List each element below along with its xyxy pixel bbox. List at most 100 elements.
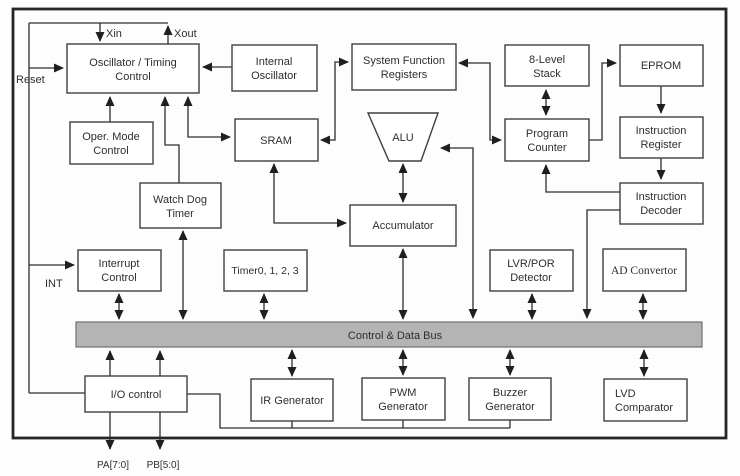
block-label: AD Convertor (611, 265, 677, 277)
block-watch-dog-timer: Watch Dog Timer (139, 182, 222, 229)
block-8-level-stack: 8-Level Stack (504, 44, 590, 87)
block-oscillator-timing-control: Oscillator / Timing Control (66, 43, 200, 94)
block-label: Accumulator (372, 220, 433, 232)
block-label: Timer (166, 208, 194, 220)
block-box (250, 378, 334, 422)
chip-border (11, 7, 728, 440)
bus-label: Control & Data Bus (348, 330, 443, 342)
block-label: Watch Dog (153, 194, 207, 206)
block-label: Control (115, 71, 150, 83)
block-alu: ALU (366, 112, 439, 162)
block-label: System Function (363, 55, 445, 67)
bus-bar (75, 321, 703, 348)
block-box (603, 378, 688, 422)
block-box (619, 182, 704, 225)
block-label: Register (641, 139, 682, 151)
block-label: Comparator (615, 402, 673, 414)
block-label: Registers (381, 69, 428, 81)
block-lvr-por-detector: LVR/POR Detector (489, 249, 574, 292)
wire-sram-sfr (320, 57, 349, 145)
wire-otc-sram (183, 96, 231, 142)
wires (28, 22, 666, 450)
block-timers: Timer0, 1, 2, 3 (223, 249, 308, 292)
block-label: SRAM (260, 135, 292, 147)
block-box (619, 44, 704, 87)
block-box (66, 43, 200, 94)
block-accumulator: Accumulator (349, 204, 457, 247)
wire-sfr-pc (458, 58, 502, 145)
block-label: Instruction (636, 125, 687, 137)
block-label: LVR/POR (507, 258, 555, 270)
block-label: Oscillator (251, 70, 297, 82)
block-buzzer-generator: Buzzer Generator (468, 377, 552, 421)
block-box (77, 249, 162, 292)
block-label: Timer0, 1, 2, 3 (231, 265, 298, 277)
block-label: Interrupt (99, 258, 140, 270)
block-internal-oscillator: Internal Oscillator (231, 44, 318, 92)
wire-alu-bus (440, 143, 478, 319)
block-instruction-decoder: Instruction Decoder (619, 182, 704, 225)
block-ir-generator: IR Generator (250, 378, 334, 422)
block-label: 8-Level (529, 54, 565, 66)
pin-label-int: INT (45, 278, 63, 290)
block-label: Oscillator / Timing (89, 57, 176, 69)
block-label: Program (526, 128, 568, 140)
block-box (504, 118, 590, 162)
block-label: Generator (485, 401, 535, 413)
block-label: IR Generator (260, 395, 324, 407)
pin-label-xout: Xout (174, 28, 197, 40)
wire-sram-accumulator (269, 163, 347, 228)
block-label: Generator (378, 401, 428, 413)
block-box (231, 44, 318, 92)
block-label: ALU (392, 132, 413, 144)
block-box (234, 118, 319, 162)
block-oper-mode-control: Oper. Mode Control (69, 121, 154, 165)
block-box (223, 249, 308, 292)
block-label: Stack (533, 68, 561, 80)
wire-instdec-pc (541, 164, 620, 193)
block-box (468, 377, 552, 421)
pin-label-port-b: PB[5:0] (147, 460, 180, 471)
control-data-bus: Control & Data Bus (75, 321, 703, 348)
wire-watchdog-otc (160, 96, 180, 183)
block-io-control: I/O control (84, 375, 188, 413)
block-system-function-registers: System Function Registers (351, 43, 457, 91)
block-box (349, 204, 457, 247)
block-box (619, 116, 704, 159)
block-box (602, 248, 687, 292)
block-label: Detector (510, 272, 552, 284)
block-label: Instruction (636, 191, 687, 203)
pin-label-reset: Reset (16, 74, 45, 86)
blocks: Oscillator / Timing Control Internal Osc… (66, 43, 704, 422)
block-box (361, 377, 446, 421)
block-ad-convertor: AD Convertor (602, 248, 687, 292)
block-interrupt-control: Interrupt Control (77, 249, 162, 292)
pin-label-port-a: PA[7:0] (97, 460, 129, 471)
block-box (139, 182, 222, 229)
block-label: LVD (615, 388, 636, 400)
block-pwm-generator: PWM Generator (361, 377, 446, 421)
block-program-counter: Program Counter (504, 118, 590, 162)
block-label: Internal (256, 56, 293, 68)
alu-trapezoid (366, 112, 439, 162)
block-label: EPROM (641, 60, 681, 72)
block-label: Oper. Mode (82, 131, 139, 143)
block-box (504, 44, 590, 87)
block-box (489, 249, 574, 292)
wire-instdec-bus (582, 209, 620, 319)
block-label: I/O control (111, 389, 162, 401)
block-label: Buzzer (493, 387, 528, 399)
block-box (351, 43, 457, 91)
pin-labels: Xin Xout Reset INT PA[7:0] PB[5:0] (16, 28, 197, 471)
block-sram: SRAM (234, 118, 319, 162)
pin-label-xin: Xin (106, 28, 122, 40)
block-box (69, 121, 154, 165)
block-label: Decoder (640, 205, 682, 217)
block-label: Control (101, 272, 136, 284)
wire-io-generators-connector (187, 393, 511, 429)
block-box (84, 375, 188, 413)
wire-pc-eprom (589, 58, 617, 141)
block-eprom: EPROM (619, 44, 704, 87)
